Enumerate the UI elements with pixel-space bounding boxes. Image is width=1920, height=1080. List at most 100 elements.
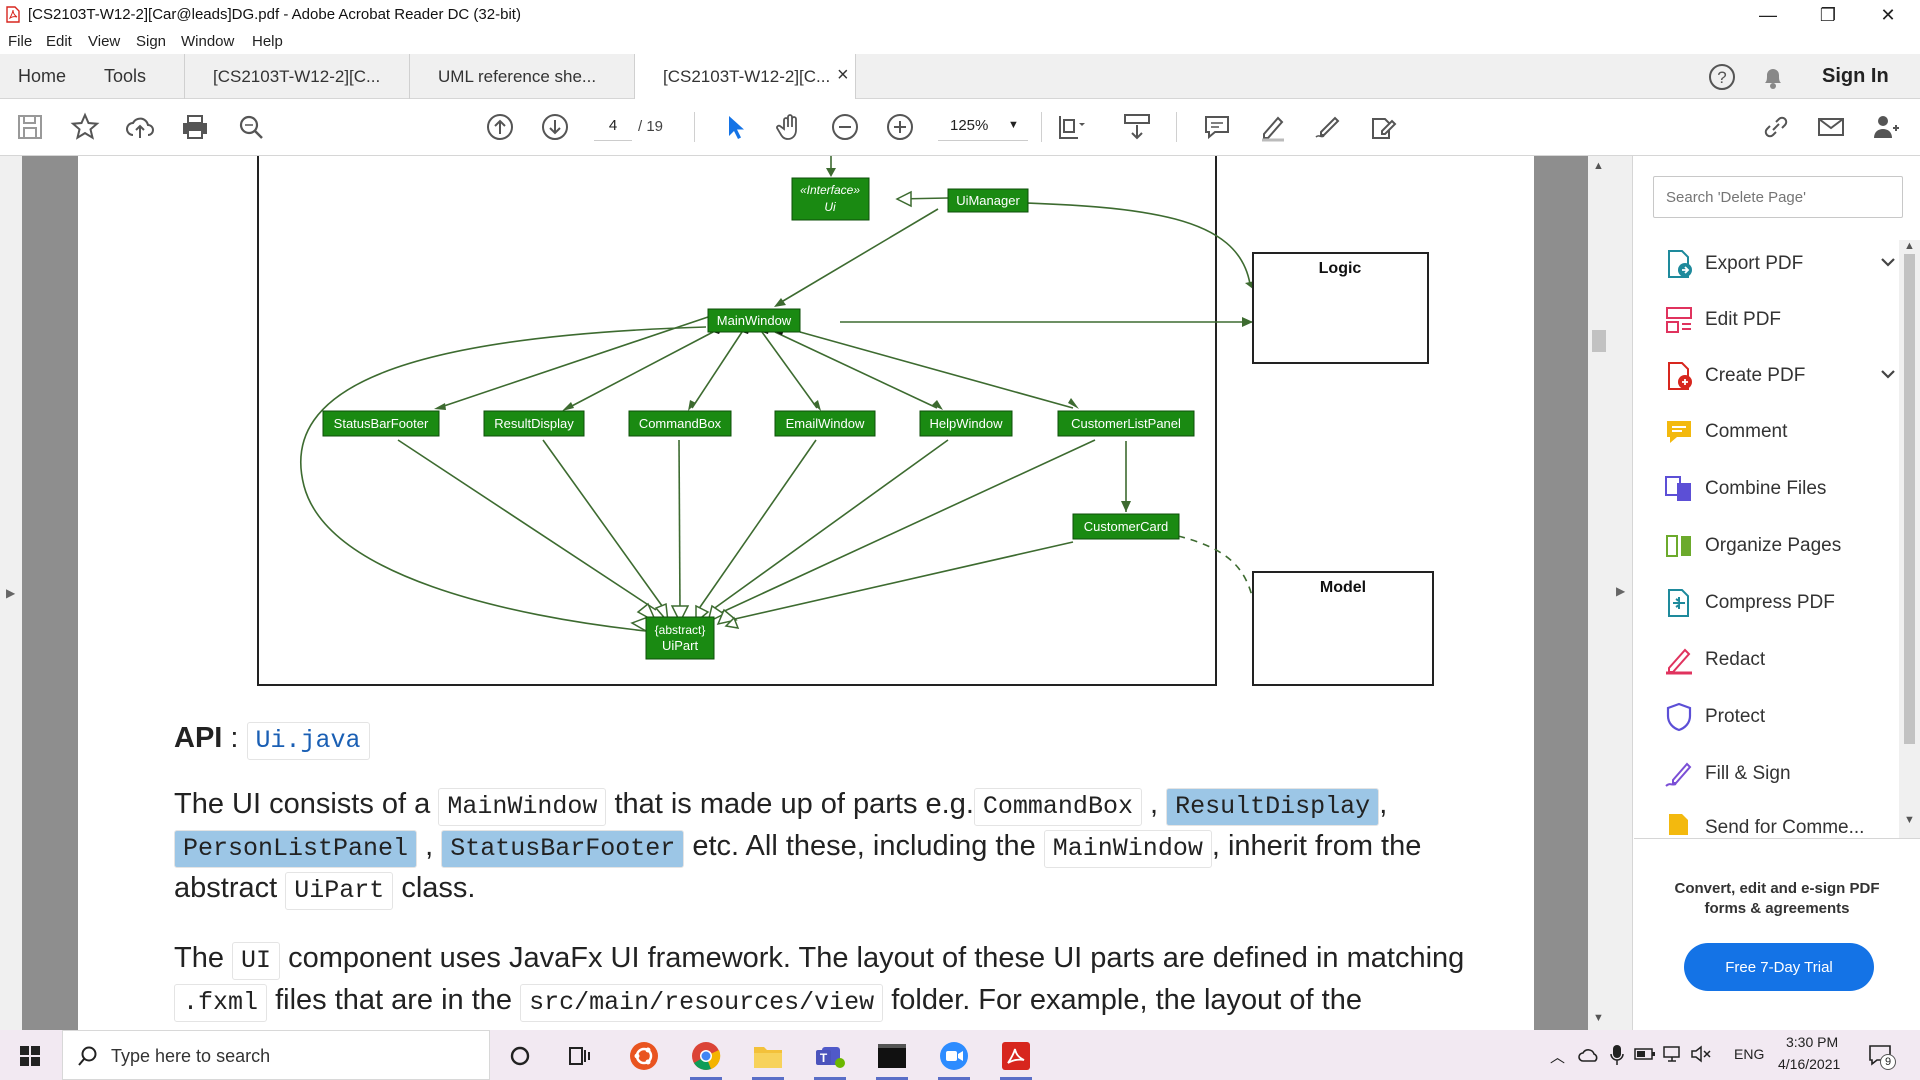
expand-left-icon[interactable]: ▶: [6, 586, 16, 600]
notification-center-icon[interactable]: [1868, 1044, 1894, 1068]
highlighted-code-span: ResultDisplay: [1166, 788, 1380, 826]
sign-pen-icon[interactable]: [1312, 111, 1344, 143]
minimize-button[interactable]: —: [1759, 4, 1777, 25]
paragraph-line: The UI consists of a MainWindow that is …: [174, 788, 1387, 826]
scroll-down-icon[interactable]: ▼: [1593, 1012, 1604, 1024]
email-icon[interactable]: [1815, 111, 1847, 143]
zoom-app-icon[interactable]: [934, 1036, 974, 1080]
network-icon[interactable]: [1662, 1045, 1684, 1063]
node-mainwindow: MainWindow: [707, 308, 801, 333]
menu-window[interactable]: Window: [181, 33, 235, 50]
microphone-icon[interactable]: [1610, 1044, 1624, 1066]
clock-time[interactable]: 3:30 PM: [1786, 1034, 1839, 1050]
help-icon[interactable]: ?: [1708, 63, 1736, 91]
ubuntu-icon[interactable]: [624, 1036, 664, 1076]
menu-help[interactable]: Help: [252, 33, 283, 50]
tools-panel-scrollbar[interactable]: ▲ ▼: [1899, 240, 1920, 840]
ui-boundary-box: [257, 156, 1217, 686]
file-explorer-icon[interactable]: [748, 1036, 788, 1080]
highlight-pen-icon[interactable]: [1257, 111, 1289, 143]
tool-combine-files[interactable]: Combine Files: [1663, 469, 1826, 509]
close-tab-icon[interactable]: ×: [837, 64, 849, 86]
tab-document-1[interactable]: [CS2103T-W12-2][C...: [184, 54, 409, 99]
tool-send-for-comments[interactable]: Send for Comme...: [1663, 811, 1864, 835]
right-panel-collapse[interactable]: ▶: [1610, 156, 1632, 1030]
combine-files-icon: [1665, 476, 1691, 501]
scroll-down-icon[interactable]: ▼: [1904, 814, 1915, 826]
close-window-button[interactable]: ✕: [1880, 4, 1896, 25]
menu-view[interactable]: View: [88, 33, 121, 50]
tool-protect[interactable]: Protect: [1663, 697, 1765, 737]
link-share-icon[interactable]: [1760, 111, 1792, 143]
print-icon[interactable]: [179, 111, 211, 143]
restore-button[interactable]: ❐: [1819, 4, 1837, 25]
text-span: ,: [425, 830, 434, 862]
terminal-icon[interactable]: [872, 1036, 912, 1080]
tool-create-pdf[interactable]: Create PDF: [1663, 356, 1895, 396]
paragraph-line: abstract UiPart class.: [174, 872, 475, 910]
bell-icon[interactable]: [1760, 63, 1786, 91]
scrollbar-thumb[interactable]: [1592, 330, 1606, 352]
show-hidden-icons[interactable]: ︿: [1550, 1049, 1566, 1066]
fit-page-icon[interactable]: [1055, 111, 1087, 143]
add-user-icon[interactable]: [1870, 111, 1902, 143]
onedrive-icon[interactable]: [1578, 1046, 1600, 1064]
comment-icon[interactable]: [1201, 111, 1233, 143]
chevron-down-icon[interactable]: [1878, 252, 1898, 272]
search-zoom-icon[interactable]: [235, 111, 267, 143]
free-trial-button[interactable]: Free 7-Day Trial: [1684, 943, 1874, 991]
task-view-icon[interactable]: [560, 1036, 600, 1076]
upload-cloud-icon[interactable]: [124, 111, 156, 143]
document-scrollbar[interactable]: ▲ ▼: [1588, 156, 1610, 1030]
next-page-icon[interactable]: [539, 111, 571, 143]
acrobat-taskbar-icon[interactable]: [996, 1036, 1036, 1080]
clock-date[interactable]: 4/16/2021: [1778, 1056, 1841, 1072]
bookmark-star-icon[interactable]: [69, 111, 101, 143]
save-icon[interactable]: [14, 111, 46, 143]
cortana-icon[interactable]: [500, 1036, 540, 1076]
previous-page-icon[interactable]: [484, 111, 516, 143]
tab-document-3[interactable]: [CS2103T-W12-2][C... ×: [634, 54, 856, 100]
node-logic: Logic: [1252, 252, 1429, 364]
taskbar-search-box[interactable]: Type here to search: [62, 1030, 490, 1080]
node-interface-ui: «Interface» Ui: [791, 177, 870, 221]
tool-comment[interactable]: Comment: [1663, 412, 1787, 452]
scrollbar-thumb[interactable]: [1904, 254, 1915, 744]
chrome-icon[interactable]: [686, 1036, 726, 1080]
scroll-up-icon[interactable]: ▲: [1593, 160, 1604, 172]
tab-tools[interactable]: Tools: [104, 66, 147, 86]
tools-search-input[interactable]: [1653, 176, 1903, 218]
zoom-in-icon[interactable]: [884, 111, 916, 143]
teams-icon[interactable]: T: [810, 1036, 850, 1080]
menu-sign[interactable]: Sign: [136, 33, 167, 50]
windows-start-icon[interactable]: [20, 1046, 40, 1066]
api-file-link[interactable]: Ui.java: [246, 722, 370, 760]
left-panel-collapse[interactable]: ▶: [0, 156, 22, 1030]
chevron-down-icon[interactable]: [1878, 364, 1898, 384]
volume-muted-icon[interactable]: [1690, 1045, 1712, 1063]
code-span: CommandBox: [973, 788, 1142, 826]
tool-edit-pdf[interactable]: Edit PDF: [1663, 300, 1781, 340]
battery-icon[interactable]: [1634, 1047, 1656, 1061]
select-cursor-icon[interactable]: [719, 111, 751, 143]
collapse-right-icon[interactable]: ▶: [1616, 584, 1626, 598]
scroll-up-icon[interactable]: ▲: [1904, 240, 1915, 252]
tool-organize-pages[interactable]: Organize Pages: [1663, 526, 1841, 566]
hand-tool-icon[interactable]: [774, 111, 806, 143]
menu-edit[interactable]: Edit: [46, 33, 72, 50]
tab-home[interactable]: Home: [18, 66, 67, 86]
sign-in-button[interactable]: Sign In: [1822, 65, 1889, 87]
tool-redact[interactable]: Redact: [1663, 640, 1765, 680]
zoom-out-icon[interactable]: [829, 111, 861, 143]
text-span: The UI consists of a: [174, 788, 431, 820]
tool-export-pdf[interactable]: Export PDF: [1663, 244, 1895, 284]
tool-compress-pdf[interactable]: Compress PDF: [1663, 583, 1835, 623]
scroll-mode-icon[interactable]: [1121, 111, 1153, 143]
tool-fill-sign[interactable]: Fill & Sign: [1663, 754, 1791, 794]
tab-document-2[interactable]: UML reference she...: [409, 54, 634, 99]
zoom-level-select[interactable]: 125% ▼: [938, 117, 1028, 141]
input-language[interactable]: ENG: [1734, 1046, 1765, 1062]
page-number-input[interactable]: 4: [594, 117, 632, 141]
share-edit-icon[interactable]: [1367, 111, 1399, 143]
menu-file[interactable]: File: [8, 33, 33, 50]
